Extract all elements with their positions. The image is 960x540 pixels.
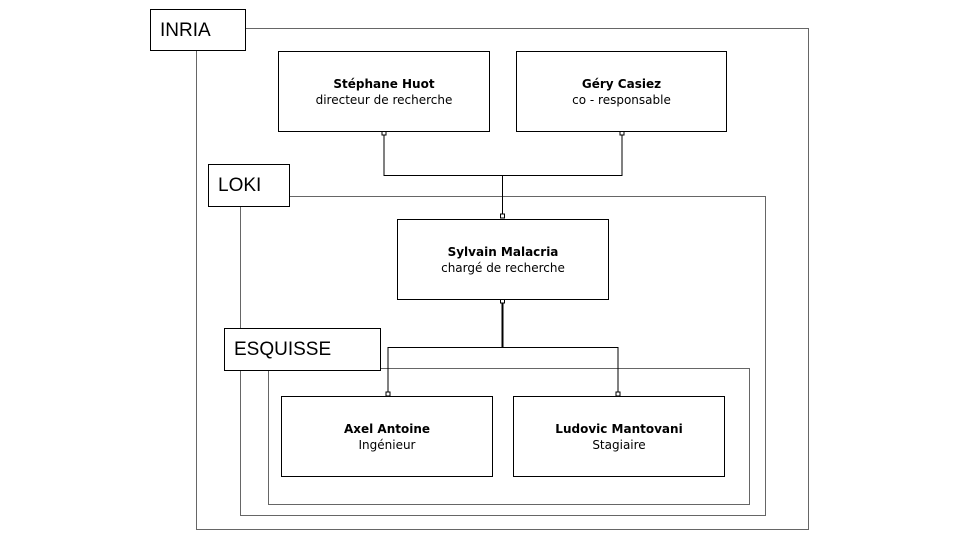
person-role: co - responsable (572, 92, 671, 107)
person-name: Sylvain Malacria (447, 244, 559, 259)
person-card-mantovani: Ludovic Mantovani Stagiaire (513, 396, 725, 477)
person-name: Géry Casiez (581, 76, 662, 91)
esquisse-label: ESQUISSE (224, 328, 381, 371)
person-role: directeur de recherche (315, 92, 453, 107)
loki-label: LOKI (208, 164, 290, 207)
person-card-antoine: Axel Antoine Ingénieur (281, 396, 493, 477)
person-role: Ingénieur (358, 437, 416, 452)
person-card-huot: Stéphane Huot directeur de recherche (278, 51, 490, 132)
person-card-casiez: Géry Casiez co - responsable (516, 51, 727, 132)
person-name: Ludovic Mantovani (555, 421, 683, 436)
person-card-malacria: Sylvain Malacria chargé de recherche (397, 219, 609, 300)
person-name: Stéphane Huot (333, 76, 435, 91)
person-name: Axel Antoine (343, 421, 431, 436)
person-role: chargé de recherche (441, 260, 565, 275)
inria-group-frame (196, 28, 809, 530)
person-role: Stagiaire (592, 437, 646, 452)
inria-label: INRIA (150, 9, 246, 51)
